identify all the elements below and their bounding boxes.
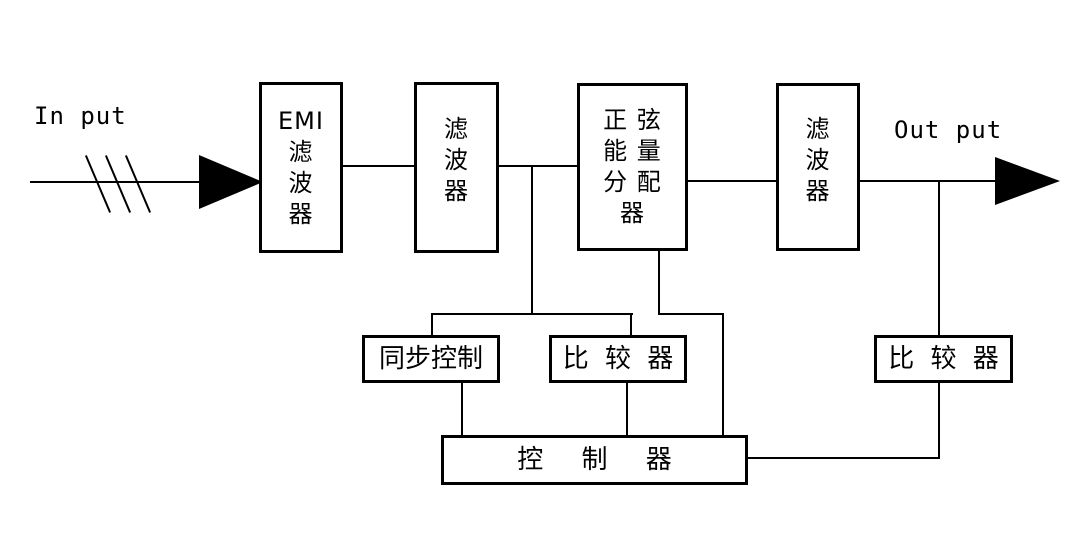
box-label-line: 滤 [805, 114, 831, 143]
wire-filter1-to-distributor [497, 165, 579, 167]
box-label-line: 器 [620, 199, 645, 227]
filter2-box: 滤 波 器 [776, 83, 860, 251]
box-label-line: 能 量 [603, 137, 662, 165]
box-label-line: 器 [805, 176, 831, 205]
input-arrow-icon [199, 155, 263, 209]
wire-output-to-comparator2 [938, 180, 940, 337]
output-label: Out put [894, 116, 1003, 144]
wire-bus-to-sync [431, 313, 433, 337]
wire-distributor-to-controller [722, 313, 724, 437]
emi-filter-box: EMI 滤 波 器 [259, 82, 343, 253]
input-label: In put [34, 102, 127, 130]
wire-break-mark-icon [124, 155, 152, 213]
box-label-line: 分 配 [603, 168, 662, 196]
comparator1-box: 比 较 器 [549, 335, 687, 383]
box-label-line: 波 [805, 145, 831, 174]
wire-emi-to-filter1 [343, 165, 416, 167]
box-label: 同步控制 [378, 344, 483, 374]
box-label-line: 滤 [288, 137, 314, 166]
input-wire [30, 181, 200, 183]
box-label-line: 滤 [444, 115, 469, 143]
wire-bus-horizontal [431, 313, 633, 315]
wire-distributor-down [658, 249, 660, 315]
box-label-line: 正 弦 [603, 106, 662, 134]
box-label: 比 较 器 [888, 344, 999, 374]
wire-bus-to-comparator1 [630, 313, 632, 337]
box-label-line: 器 [444, 177, 469, 205]
wire-tap-down [531, 165, 533, 315]
filter1-box: 滤 波 器 [414, 82, 499, 253]
box-label-line: 波 [444, 146, 469, 174]
box-label: 控 制 器 [517, 445, 672, 475]
box-label-line: EMI [278, 106, 324, 135]
controller-box: 控 制 器 [441, 435, 748, 485]
box-label: 比 较 器 [562, 344, 674, 374]
comparator2-box: 比 较 器 [874, 335, 1013, 383]
box-label-line: 器 [288, 199, 314, 228]
wire-comparator2-down [938, 383, 940, 459]
output-wire [858, 180, 998, 182]
wire-sync-to-controller [461, 383, 463, 437]
output-arrow-icon [995, 157, 1060, 205]
wire-comparator1-to-controller [626, 383, 628, 437]
wire-distributor-bend [658, 313, 724, 315]
wire-break-mark-icon [84, 155, 112, 213]
wire-distributor-to-filter2 [686, 180, 778, 182]
box-label-line: 波 [288, 168, 314, 197]
sync-control-box: 同步控制 [362, 335, 500, 383]
wire-controller-to-comparator2 [746, 457, 940, 459]
wire-break-mark-icon [104, 155, 132, 213]
sine-energy-distributor-box: 正 弦 能 量 分 配 器 [577, 83, 688, 251]
